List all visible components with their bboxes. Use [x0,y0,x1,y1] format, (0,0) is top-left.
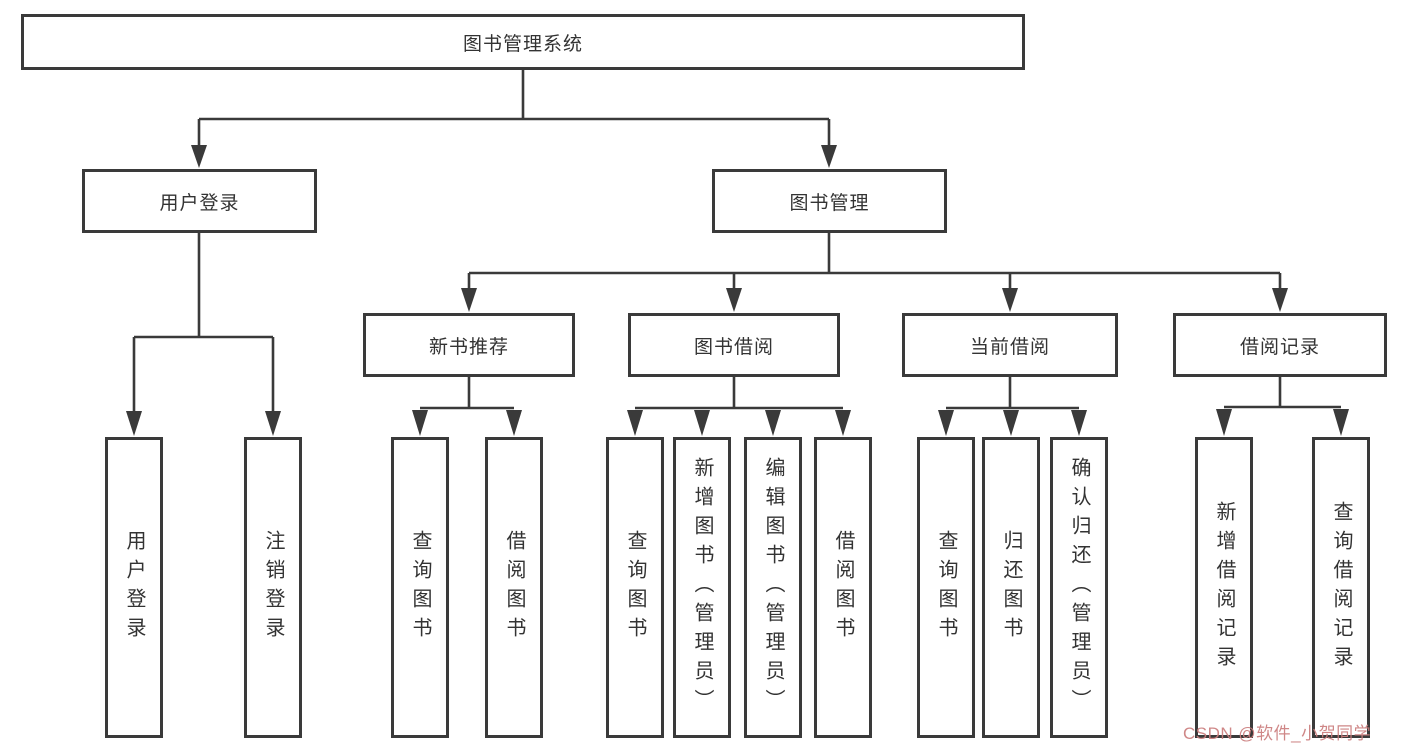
leaf-nb-borrow-books: 借阅图书 [485,437,543,738]
leaf-bb-query-books: 查询图书 [606,437,664,738]
leaf-cb-query-books: 查询图书 [917,437,975,738]
leaf-cb-return-books: 归还图书 [982,437,1040,738]
node-book-borrow: 图书借阅 [628,313,840,377]
watermark: CSDN @软件_小贺同学 [1183,724,1372,743]
leaf-br-query-borrow-record: 查询借阅记录 [1312,437,1370,738]
node-borrow-records: 借阅记录 [1173,313,1387,377]
node-book-management: 图书管理 [712,169,947,233]
leaf-user-login: 用户登录 [105,437,163,738]
node-current-borrow: 当前借阅 [902,313,1118,377]
leaf-br-add-borrow-record: 新增借阅记录 [1195,437,1253,738]
leaf-bb-edit-book-admin: 编辑图书（管理员） [744,437,802,738]
node-user-login: 用户登录 [82,169,317,233]
leaf-cb-confirm-return-admin: 确认归还（管理员） [1050,437,1108,738]
node-library-system: 图书管理系统 [21,14,1025,70]
leaf-bb-borrow-books: 借阅图书 [814,437,872,738]
node-new-book-recommend: 新书推荐 [363,313,575,377]
leaf-bb-add-book-admin: 新增图书（管理员） [673,437,731,738]
leaf-nb-query-books: 查询图书 [391,437,449,738]
leaf-logout: 注销登录 [244,437,302,738]
